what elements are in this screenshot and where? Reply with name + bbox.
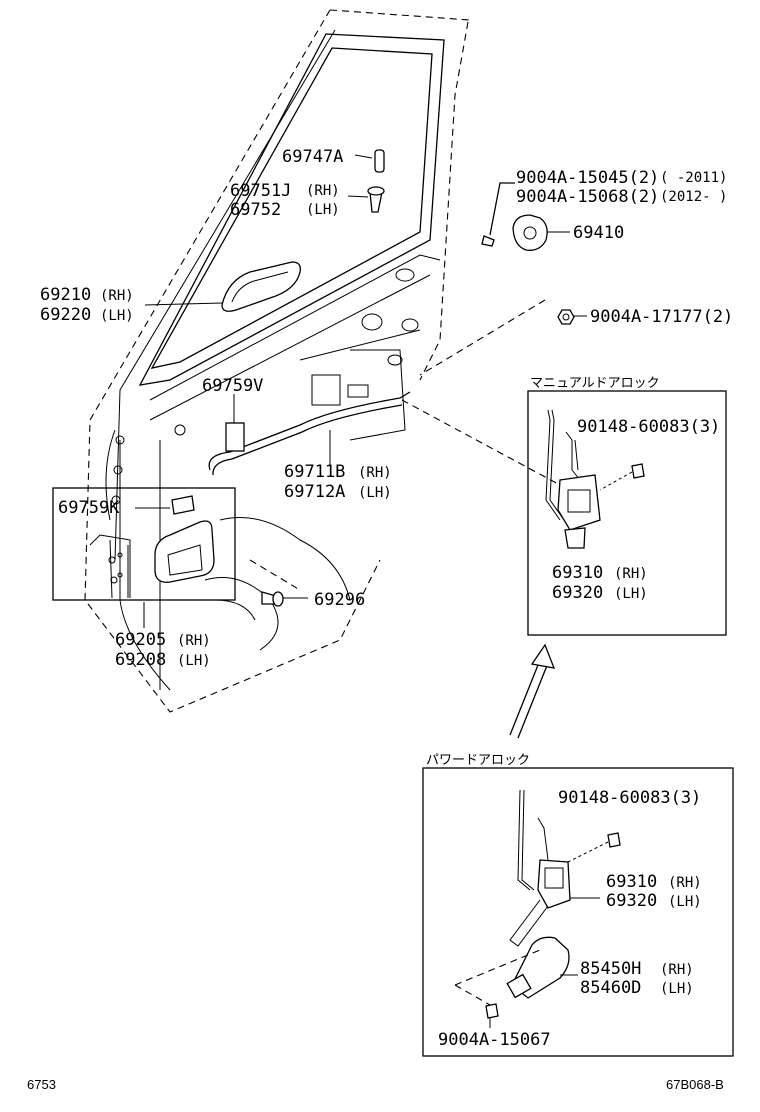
power-lock-box — [422, 767, 734, 1057]
label-power-69310: 69310 — [606, 872, 657, 892]
label-69751J: 69751J — [230, 181, 291, 201]
striker-assembly — [481, 182, 575, 325]
label-85450H: 85450H — [580, 959, 641, 979]
manual-lock-box — [527, 390, 727, 636]
label-power-69320-lh: (LH) — [668, 894, 702, 910]
label-69205: 69205 — [115, 630, 166, 650]
label-69752-lh: (LH) — [306, 202, 340, 218]
label-69747A: 69747A — [282, 147, 343, 167]
label-85460D: 85460D — [580, 978, 641, 998]
label-69210-rh: (RH) — [100, 288, 134, 304]
label-69752: 69752 — [230, 200, 281, 220]
label-manual-69310-rh: (RH) — [614, 566, 648, 582]
label-69759V: 69759V — [202, 376, 263, 396]
label-power-69310-rh: (RH) — [668, 875, 702, 891]
leader-lines-boxes — [560, 897, 600, 976]
label-69410: 69410 — [573, 223, 624, 243]
part-labels: 69747A 69751J (RH) 69752 (LH) 69210 (RH)… — [40, 147, 733, 670]
footer: 6753 67B068-B — [27, 1077, 724, 1092]
footer-page-code: 6753 — [27, 1077, 56, 1092]
label-manual-69310: 69310 — [552, 563, 603, 583]
label-85460D-lh: (LH) — [660, 981, 694, 997]
label-9004A-15068: 9004A-15068(2) — [516, 187, 659, 207]
label-manual-90148-60083: 90148-60083(3) — [577, 417, 720, 437]
label-69208: 69208 — [115, 650, 166, 670]
label-69210: 69210 — [40, 285, 91, 305]
door-illustration — [84, 9, 471, 713]
label-69711B: 69711B — [284, 462, 345, 482]
label-9004A-15067: 9004A-15067 — [438, 1030, 551, 1050]
arrow-power-to-manual — [509, 643, 556, 739]
label-69712A: 69712A — [284, 482, 345, 502]
inside-handle-inset — [52, 487, 284, 607]
power-lock-labels: パワードアロック 90148-60083(3) 69310 (RH) 69320… — [426, 753, 702, 1050]
label-9004A-15045-range: ( -2011) — [660, 170, 727, 186]
label-69759K: 69759K — [58, 498, 120, 518]
label-manual-69320: 69320 — [552, 583, 603, 603]
label-69220: 69220 — [40, 305, 91, 325]
label-85450H-rh: (RH) — [660, 962, 694, 978]
label-69296: 69296 — [314, 590, 365, 610]
section-title-manual: マニュアルドアロック — [530, 376, 660, 391]
manual-lock-labels: マニュアルドアロック 90148-60083(3) 69310 (RH) 693… — [530, 376, 720, 603]
label-9004A-15045: 9004A-15045(2) — [516, 168, 659, 188]
section-title-power: パワードアロック — [426, 753, 530, 768]
label-69751J-rh: (RH) — [306, 183, 340, 199]
label-69711B-rh: (RH) — [358, 465, 392, 481]
label-power-90148-60083: 90148-60083(3) — [558, 788, 701, 808]
label-69712A-lh: (LH) — [358, 485, 392, 501]
label-manual-69320-lh: (LH) — [614, 586, 648, 602]
label-9004A-17177: 9004A-17177(2) — [590, 307, 733, 327]
label-69205-rh: (RH) — [177, 633, 211, 649]
label-9004A-15068-range: (2012- ) — [660, 189, 727, 205]
label-power-69320: 69320 — [606, 891, 657, 911]
label-69208-lh: (LH) — [177, 653, 211, 669]
label-69220-lh: (LH) — [100, 308, 134, 324]
footer-figure-code: 67B068-B — [666, 1077, 724, 1092]
